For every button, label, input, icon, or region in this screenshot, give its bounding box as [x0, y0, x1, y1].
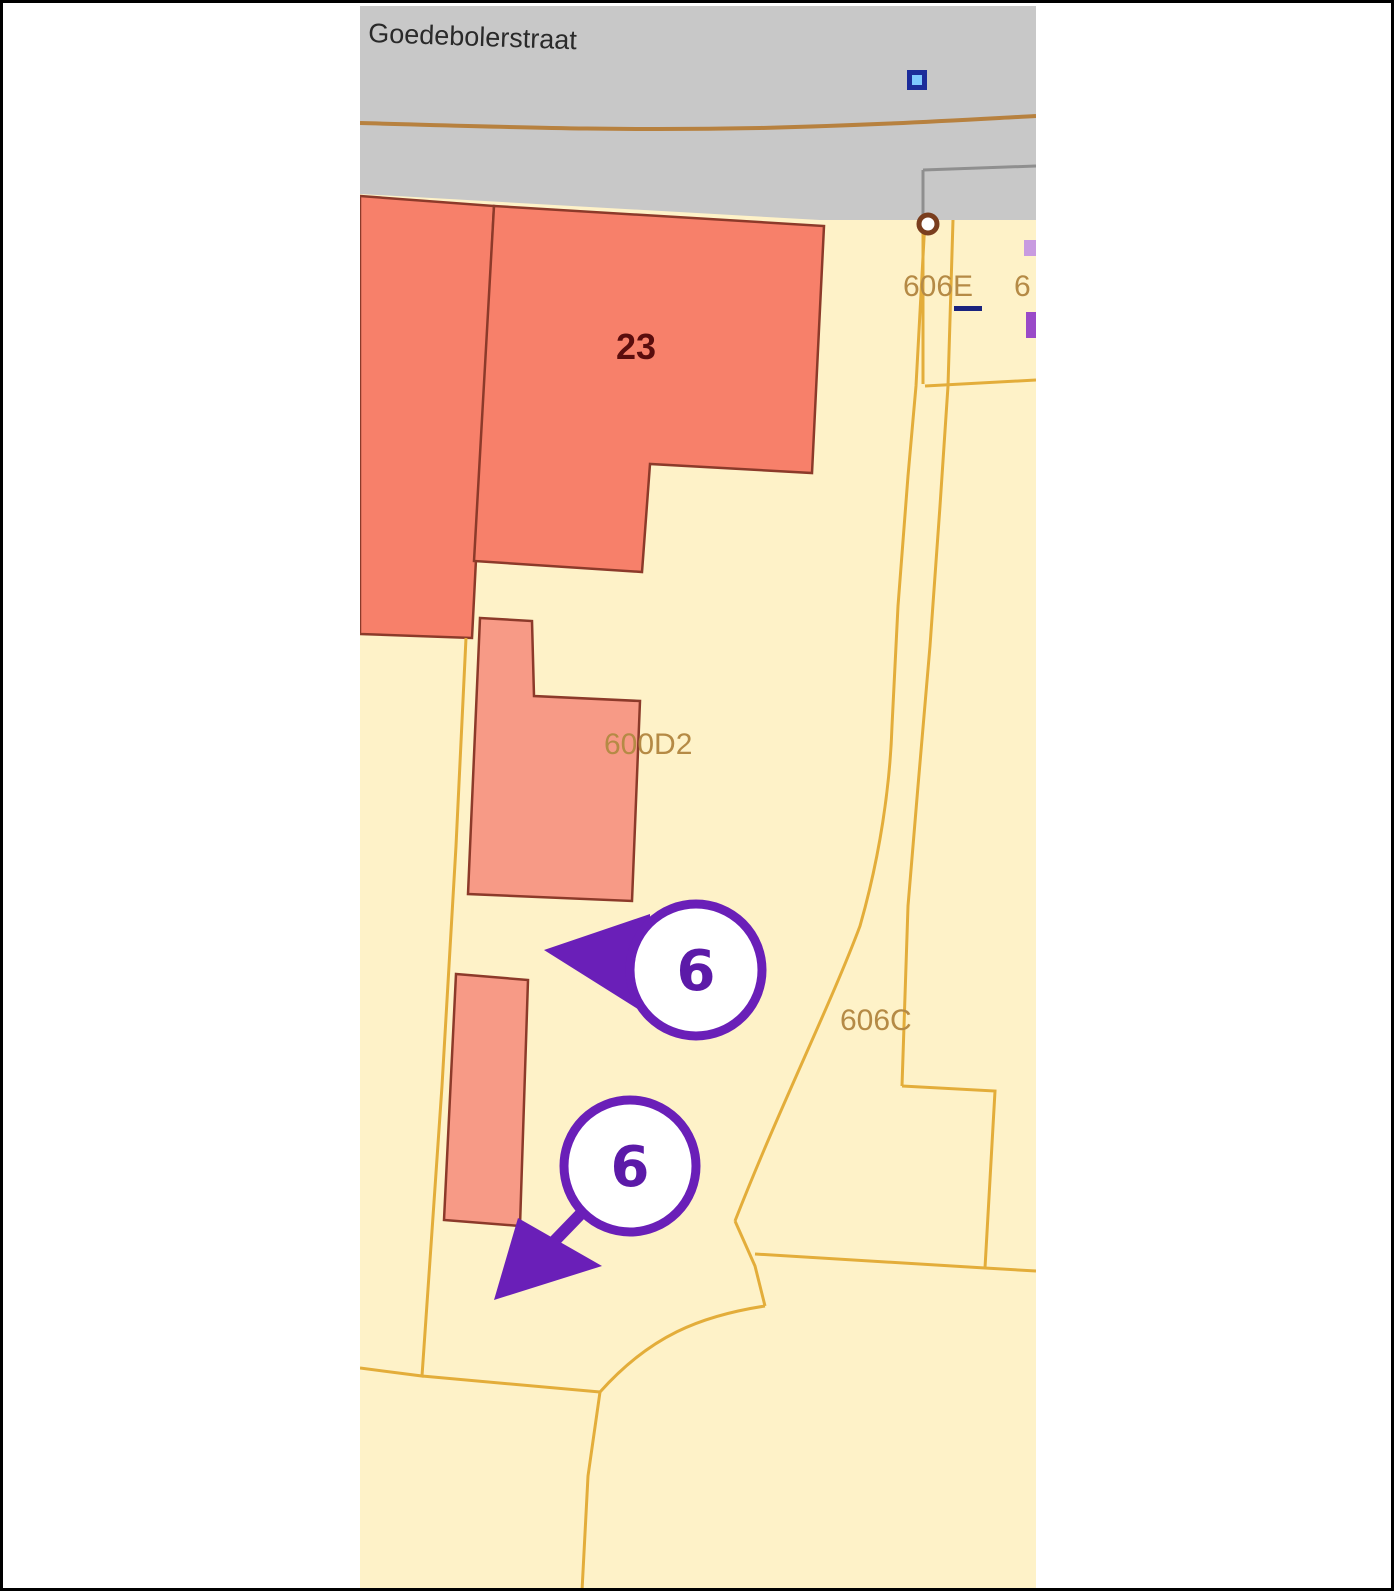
parcel-label-606e: 606E: [903, 270, 973, 303]
parcel-label-600d2: 600D2: [604, 728, 692, 761]
building-23[interactable]: [472, 204, 826, 574]
building-left[interactable]: [360, 194, 496, 640]
cadastral-map[interactable]: Goedebolerstraat: [360, 6, 1036, 1591]
marker-arrow-icon: [494, 1218, 602, 1300]
marker-label: 6: [611, 1135, 650, 1200]
marker-arrow-icon: [544, 914, 652, 1018]
marker-label: 6: [677, 939, 716, 1004]
road-area: [360, 6, 1036, 220]
building-600d2[interactable]: [466, 616, 642, 903]
building-small[interactable]: [442, 972, 530, 1228]
street-name-label: Goedebolerstraat: [368, 18, 578, 55]
utility-square-icon: [907, 70, 927, 90]
dash-symbol-icon: [954, 306, 982, 311]
road-centerline: [360, 114, 1036, 132]
marker-circle: [625, 899, 767, 1041]
point-marker-icon: [916, 212, 940, 236]
annotation-marker-2[interactable]: 6: [494, 1095, 701, 1300]
parcel-boundaries: [360, 219, 1036, 1588]
marker-circle: [559, 1095, 701, 1237]
map-canvas[interactable]: Goedebolerstraat: [360, 6, 1036, 1591]
house-number-label: 23: [616, 326, 656, 367]
road-edge-line: [922, 164, 1036, 172]
purple-symbol-icon: [1026, 312, 1036, 338]
annotation-marker-1[interactable]: 6: [544, 899, 767, 1041]
purple-symbol-icon: [1024, 240, 1036, 256]
parcel-label-606e-neighbor: 6: [1014, 270, 1031, 303]
parcel-label-606c: 606C: [840, 1004, 912, 1037]
